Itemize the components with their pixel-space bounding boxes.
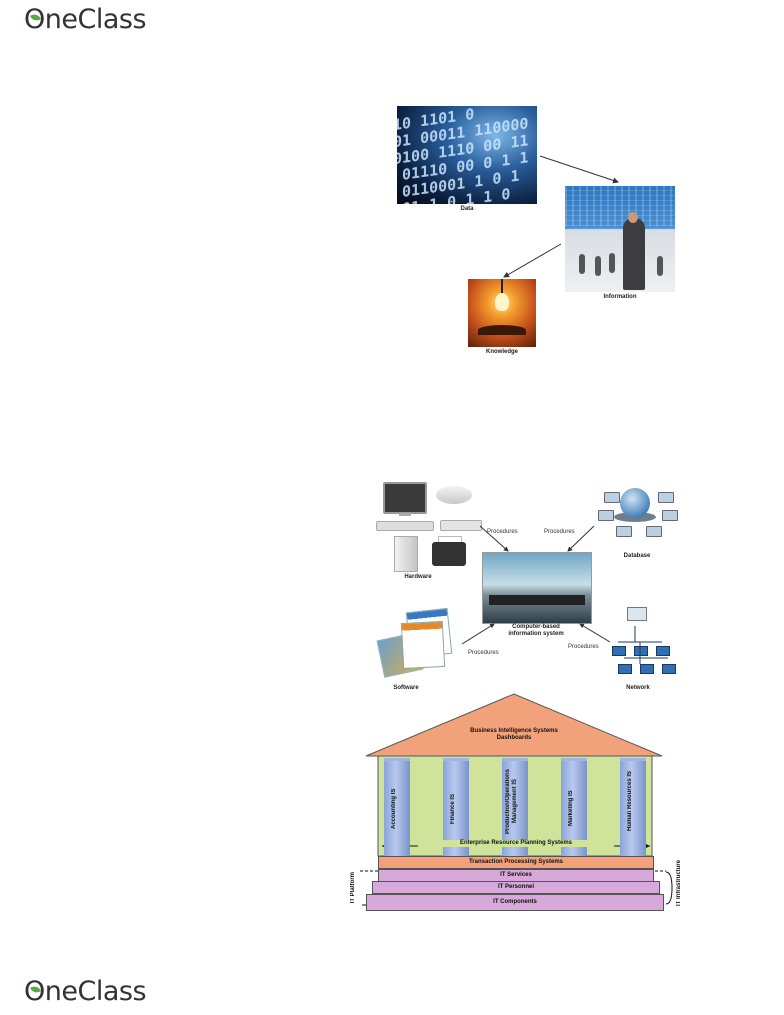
pillar-label-human-resources: Human Resources IS [627,770,633,832]
database-label: Database [623,553,651,559]
data-image: 10 1101 0 01 00011 110000 0100 1110 00 1… [397,106,537,204]
open-book-icon [478,325,526,335]
erp-label: Enterprise Resource Planning Systems [418,840,614,847]
roof-shape [365,693,663,757]
control-desk [489,595,585,605]
figure2-connectors [461,525,668,664]
it-components-band [366,894,664,911]
database-icon [620,488,650,518]
tps-band [378,856,654,869]
pillar-label-accounting: Accounting IS [391,788,397,830]
network-pc-icon [612,646,626,656]
network-pc-icon [634,646,648,656]
network-laptop-icon [627,607,647,621]
it-infrastructure-label: IT Infrastructure [676,860,682,907]
pillar-label-finance: Finance IS [450,794,456,825]
laptop-icon [598,510,614,521]
pillar-accounting [384,758,410,861]
procedures-label: Procedures [544,529,575,535]
tps-label: Transaction Processing Systems [468,859,564,865]
keyboard-icon [376,521,434,531]
laptop-icon [616,526,632,537]
laptop-icon [662,510,678,521]
laptop-icon [658,492,674,503]
network-pc-icon [656,646,670,656]
network-pc-icon [662,664,676,674]
network-pc-icon [640,664,654,674]
cbis-components-figure: Hardware Computer-based information syst… [372,476,692,694]
pc-tower-icon [394,536,418,572]
oneclass-logo[interactable]: OneClass [24,4,147,35]
router-icon [440,520,482,531]
it-components-label: IT Components [493,899,537,905]
arrow-data-to-information [539,155,619,184]
monitor-icon [383,482,427,514]
mouse-icon [436,486,472,504]
data-caption: Data [460,206,474,212]
roof-label: Business Intelligence Systems Dashboards [470,728,558,741]
walker-figure [657,256,663,276]
monitor-stand [399,513,411,516]
procedures-label: Procedures [468,650,499,656]
figure1-arrows [503,155,619,278]
logo-text: OneClass [24,4,147,35]
it-infrastructure-bracket [665,871,673,905]
hardware-label: Hardware [404,574,432,580]
cbis-control-room-image [482,552,592,624]
traveler-head [628,212,638,223]
traveler-figure [623,218,645,290]
oneclass-logo-footer[interactable]: OneClass [24,976,147,1007]
printer-icon [432,542,466,566]
information-image [565,186,675,292]
knowledge-caption: Knowledge [485,349,518,355]
pillar-human-resources [620,758,646,861]
it-services-label: IT Services [500,872,532,878]
walker-figure [579,254,585,274]
procedures-label: Procedures [487,529,518,535]
departure-board [565,186,675,226]
procedures-label: Procedures [568,644,599,650]
pillar-label-marketing: Marketing IS [568,790,574,826]
arrow-information-to-knowledge [503,243,562,278]
bulb-wire [501,279,503,294]
network-label: Network [626,685,650,691]
cbis-label: Computer-based information system [508,624,564,637]
pillar-label-production: Production/Operations Management IS [505,768,518,834]
software-label: Software [393,685,419,691]
walker-figure [595,256,601,276]
laptop-icon [646,526,662,537]
network-pc-icon [618,664,632,674]
walker-figure [609,253,615,273]
laptop-icon [604,492,620,503]
logo-text: OneClass [24,976,147,1007]
information-caption: Information [603,294,637,300]
lightbulb-icon [495,293,509,311]
it-personnel-label: IT Personnel [497,884,534,890]
knowledge-image [468,279,536,347]
it-platform-label: IT Platform [350,872,356,904]
information-systems-architecture-figure: Business Intelligence Systems Dashboards… [348,692,688,918]
it-personnel-band [372,881,660,894]
